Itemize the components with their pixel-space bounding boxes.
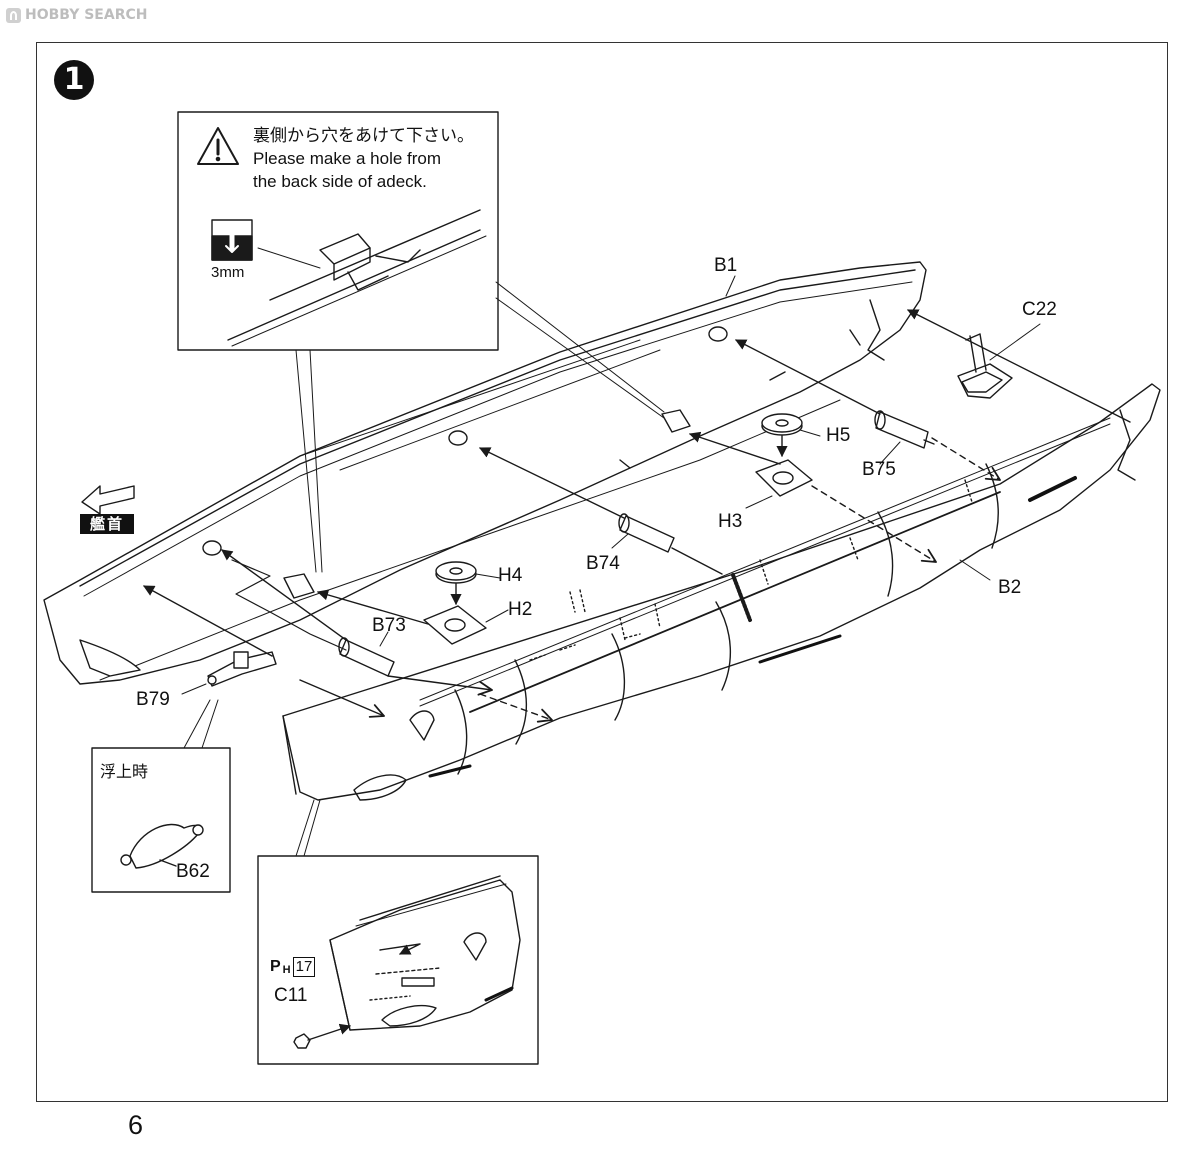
intake-grille: [353, 774, 407, 801]
label-h4: H4: [498, 565, 523, 586]
drill-pointer-line: [257, 247, 321, 269]
deck-detail-closeup: [227, 209, 487, 347]
watermark-text: HOBBY SEARCH: [25, 7, 148, 23]
warning-triangle-icon: [197, 127, 239, 165]
label-b62: B62: [176, 861, 210, 882]
label-h5: H5: [826, 425, 851, 446]
label-b2: B2: [998, 577, 1022, 598]
paint-number-box: 17: [292, 957, 316, 977]
callout-leader-deck-b: [495, 297, 665, 419]
paint-sub: H: [282, 964, 291, 976]
part-h4: [435, 561, 477, 584]
step-number-badge: 1: [54, 60, 94, 100]
hobby-search-watermark: HOBBY SEARCH: [6, 5, 147, 25]
label-h2: H2: [508, 599, 533, 620]
part-b79: [207, 651, 277, 687]
surfaced-label: 浮上時: [100, 764, 149, 781]
warning-note: 裏側から穴をあけて下さい。 Please make a hole from th…: [253, 124, 474, 193]
drill-icon: [211, 219, 253, 261]
warning-text-en-line1: Please make a hole from: [253, 149, 442, 168]
warning-text-en-line2: the back side of adeck.: [253, 172, 427, 191]
label-b1: B1: [714, 255, 738, 276]
callout-leader-deck-a: [495, 281, 665, 413]
label-h3: H3: [718, 511, 743, 532]
part-h3: [755, 459, 813, 497]
part-c22: [957, 333, 1013, 399]
label-c22: C22: [1022, 299, 1057, 320]
part-h5: [761, 413, 803, 436]
part-b62: [120, 823, 204, 869]
surfaced-inset-leader: [183, 699, 219, 749]
fairing-part: [409, 710, 435, 741]
part-b74: [618, 513, 675, 553]
callout-leader-right: [309, 349, 323, 573]
part-b75: [874, 410, 935, 449]
label-b79: B79: [136, 689, 170, 710]
label-b74: B74: [586, 553, 620, 574]
label-c11: C11: [274, 985, 308, 1006]
drill-size-label: 3mm: [211, 264, 245, 281]
hull-b2: [282, 383, 1161, 801]
callout-leader-left: [295, 349, 317, 573]
surfaced-inset-box: [91, 747, 231, 893]
warning-text-jp: 裏側から穴をあけて下さい。: [253, 126, 474, 145]
page-number: 6: [128, 1110, 144, 1140]
part-c11: [293, 1023, 352, 1049]
hobby-search-logo-icon: [6, 7, 21, 23]
part-b73: [338, 637, 395, 677]
instruction-frame: [36, 42, 1168, 1102]
label-b75: B75: [862, 459, 896, 480]
label-b73: B73: [372, 615, 406, 636]
deck-mounts: [202, 326, 728, 599]
assembly-arrows: [143, 309, 1131, 723]
paint-prefix: P: [270, 958, 281, 975]
part-h2: [423, 605, 487, 645]
leader-lines: [181, 275, 1041, 695]
bow-label: 艦首: [80, 514, 134, 534]
stern-closeup-leader: [295, 799, 321, 857]
bow-direction-arrow-icon: [81, 485, 135, 515]
stern-closeup-hull: [329, 875, 521, 1031]
